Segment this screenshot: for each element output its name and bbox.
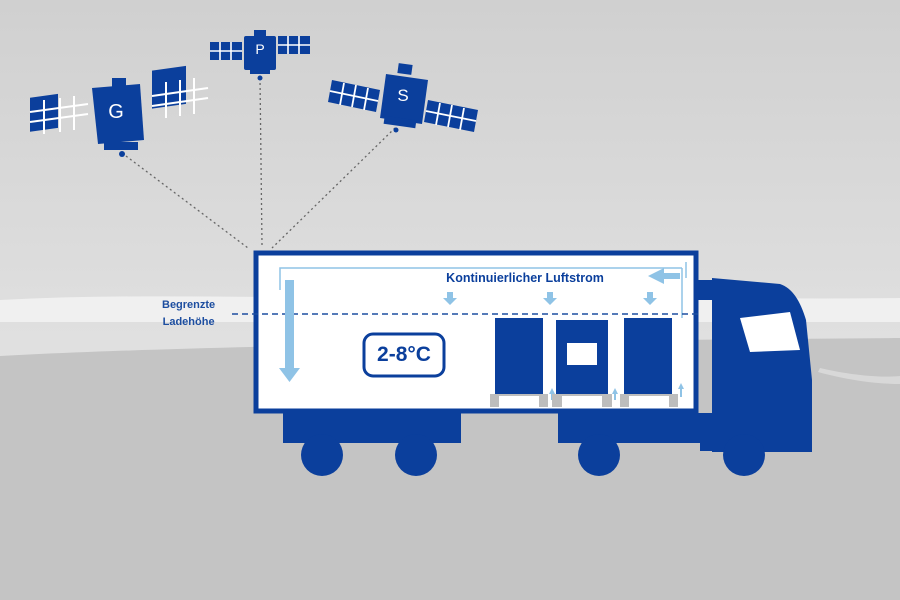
arrow-down-icon xyxy=(643,292,657,305)
cargo-pallets xyxy=(490,318,678,407)
satellite-g xyxy=(29,65,209,157)
pallet-1 xyxy=(490,318,548,407)
loading-height-label-line1: Begrenzte xyxy=(162,299,216,311)
satellite-s xyxy=(328,63,478,133)
airflow-label: Kontinuierlicher Luftstrom xyxy=(446,271,604,285)
pallet-2 xyxy=(552,320,612,407)
arrow-up-icon xyxy=(612,388,618,400)
wheel xyxy=(578,434,620,476)
arrow-up-icon xyxy=(678,383,684,397)
wheel xyxy=(395,434,437,476)
road-highlight xyxy=(818,368,900,384)
signal-lines xyxy=(121,77,396,249)
temperature-box xyxy=(362,332,446,378)
arrow-down-icon xyxy=(543,292,557,305)
temperature-label: 2-8°C xyxy=(377,343,431,366)
arrow-left-icon xyxy=(648,268,680,284)
loading-height-label: Begrenzte Ladehöhe xyxy=(162,297,215,331)
pallet-3 xyxy=(620,318,678,407)
truck-wheels xyxy=(301,434,765,476)
satellite-icon xyxy=(30,65,186,157)
cargo-box xyxy=(253,250,699,414)
wheel xyxy=(301,434,343,476)
airflow-duct xyxy=(279,267,682,290)
satellite-p xyxy=(210,30,310,81)
arrow-down-large-icon xyxy=(279,280,300,382)
satellite-g-letter: G xyxy=(108,101,124,123)
truck-chassis xyxy=(283,413,812,451)
loading-height-label-line2: Ladehöhe xyxy=(162,316,215,328)
satellite-p-letter: P xyxy=(255,41,265,57)
wheel xyxy=(723,434,765,476)
cab-window xyxy=(740,312,800,352)
arrow-down-icon xyxy=(443,292,457,305)
satellite-s-letter: S xyxy=(397,86,409,105)
